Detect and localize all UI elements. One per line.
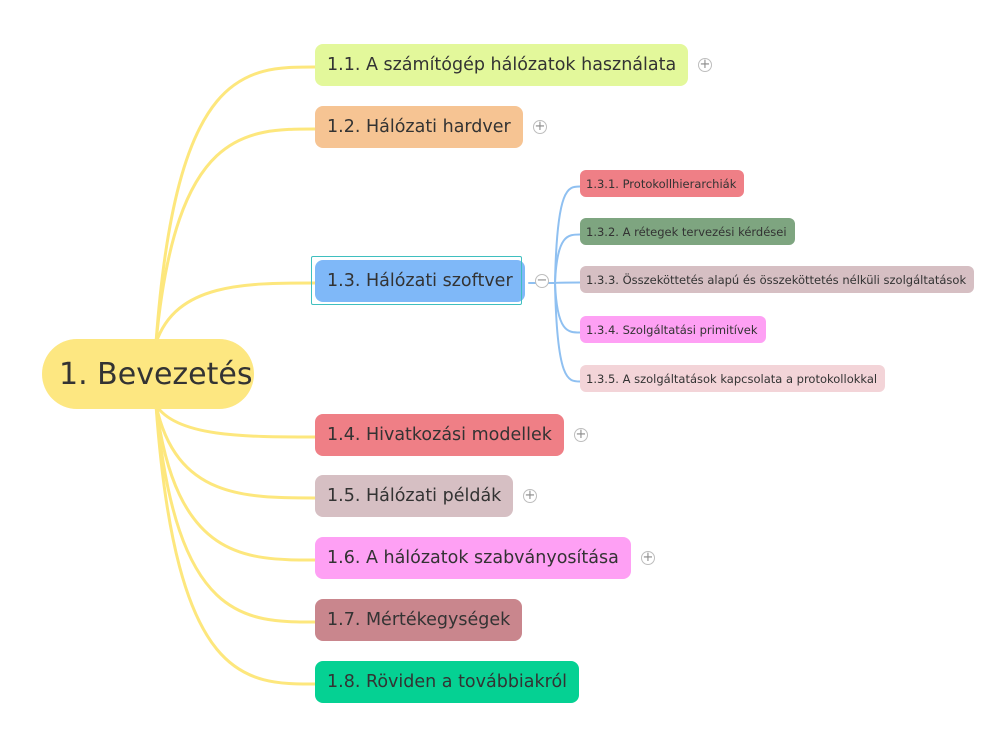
- expand-toggle-icon[interactable]: +: [698, 57, 712, 72]
- collapse-toggle-icon[interactable]: −: [535, 273, 549, 288]
- subtopic-node-label: 1.3.5. A szolgáltatások kapcsolata a pro…: [586, 371, 878, 386]
- topic-node-1-4[interactable]: 1.4. Hivatkozási modellek: [315, 414, 564, 456]
- topic-node-1-8[interactable]: 1.8. Röviden a továbbiakról: [315, 661, 580, 703]
- subtopic-node-1-3-5[interactable]: 1.3.5. A szolgáltatások kapcsolata a pro…: [580, 365, 886, 392]
- root-branch-line: [154, 403, 317, 562]
- expand-toggle-icon[interactable]: +: [641, 550, 655, 565]
- subtopic-node-label: 1.3.2. A rétegek tervezési kérdései: [586, 224, 787, 239]
- topic-node-label: 1.3. Hálózati szoftver: [327, 271, 513, 291]
- topic-node-label: 1.4. Hivatkozási modellek: [327, 425, 552, 445]
- sub-branch-line: [554, 282, 581, 383]
- root-branch-line: [154, 403, 317, 439]
- expand-toggle-icon[interactable]: +: [533, 119, 547, 134]
- root-branch-line: [154, 403, 317, 500]
- subtopic-node-1-3-2[interactable]: 1.3.2. A rétegek tervezési kérdései: [580, 218, 795, 245]
- topic-node-label: 1.5. Hálózati példák: [327, 486, 502, 506]
- topic-node-label: 1.6. A hálózatok szabványosítása: [327, 548, 619, 568]
- topic-node-1-7[interactable]: 1.7. Mértékegységek: [315, 599, 523, 641]
- topic-node-1-2[interactable]: 1.2. Hálózati hardver: [315, 106, 523, 148]
- topic-node-label: 1.8. Röviden a továbbiakról: [327, 672, 568, 692]
- subtopic-node-label: 1.3.3. Összeköttetés alapú és összekötte…: [586, 272, 967, 287]
- root-branch-line: [154, 65, 317, 345]
- subtopic-node-1-3-3[interactable]: 1.3.3. Összeköttetés alapú és összekötte…: [580, 266, 975, 293]
- topic-node-1-5[interactable]: 1.5. Hálózati példák: [315, 475, 514, 517]
- root-branch-line: [154, 127, 317, 345]
- topic-node-1-1[interactable]: 1.1. A számítógép hálózatok használata: [315, 44, 689, 86]
- root-branch-line: [154, 281, 317, 345]
- topic-node-label: 1.1. A számítógép hálózatok használata: [327, 55, 677, 75]
- topic-node-1-6[interactable]: 1.6. A hálózatok szabványosítása: [315, 537, 631, 579]
- root-node-label: 1. Bevezetés: [59, 356, 253, 392]
- expand-toggle-icon[interactable]: +: [523, 488, 537, 503]
- root-branch-line: [154, 403, 317, 624]
- sub-branch-line: [554, 282, 581, 334]
- expand-toggle-icon[interactable]: +: [574, 427, 588, 442]
- subtopic-node-1-3-1[interactable]: 1.3.1. Protokollhierarchiák: [580, 170, 745, 197]
- subtopic-node-label: 1.3.4. Szolgáltatási primitívek: [586, 322, 758, 337]
- sub-branch-line: [554, 281, 581, 284]
- topic-node-label: 1.2. Hálózati hardver: [327, 117, 511, 137]
- topic-node-label: 1.7. Mértékegységek: [327, 610, 511, 630]
- root-node[interactable]: 1. Bevezetés: [42, 339, 254, 409]
- topic-node-1-3[interactable]: 1.3. Hálózati szoftver: [315, 260, 525, 302]
- subtopic-node-label: 1.3.1. Protokollhierarchiák: [586, 176, 737, 191]
- root-branch-line: [154, 403, 317, 686]
- sub-branch-line: [554, 233, 581, 284]
- subtopic-node-1-3-4[interactable]: 1.3.4. Szolgáltatási primitívek: [580, 316, 766, 343]
- sub-branch-line: [554, 185, 581, 284]
